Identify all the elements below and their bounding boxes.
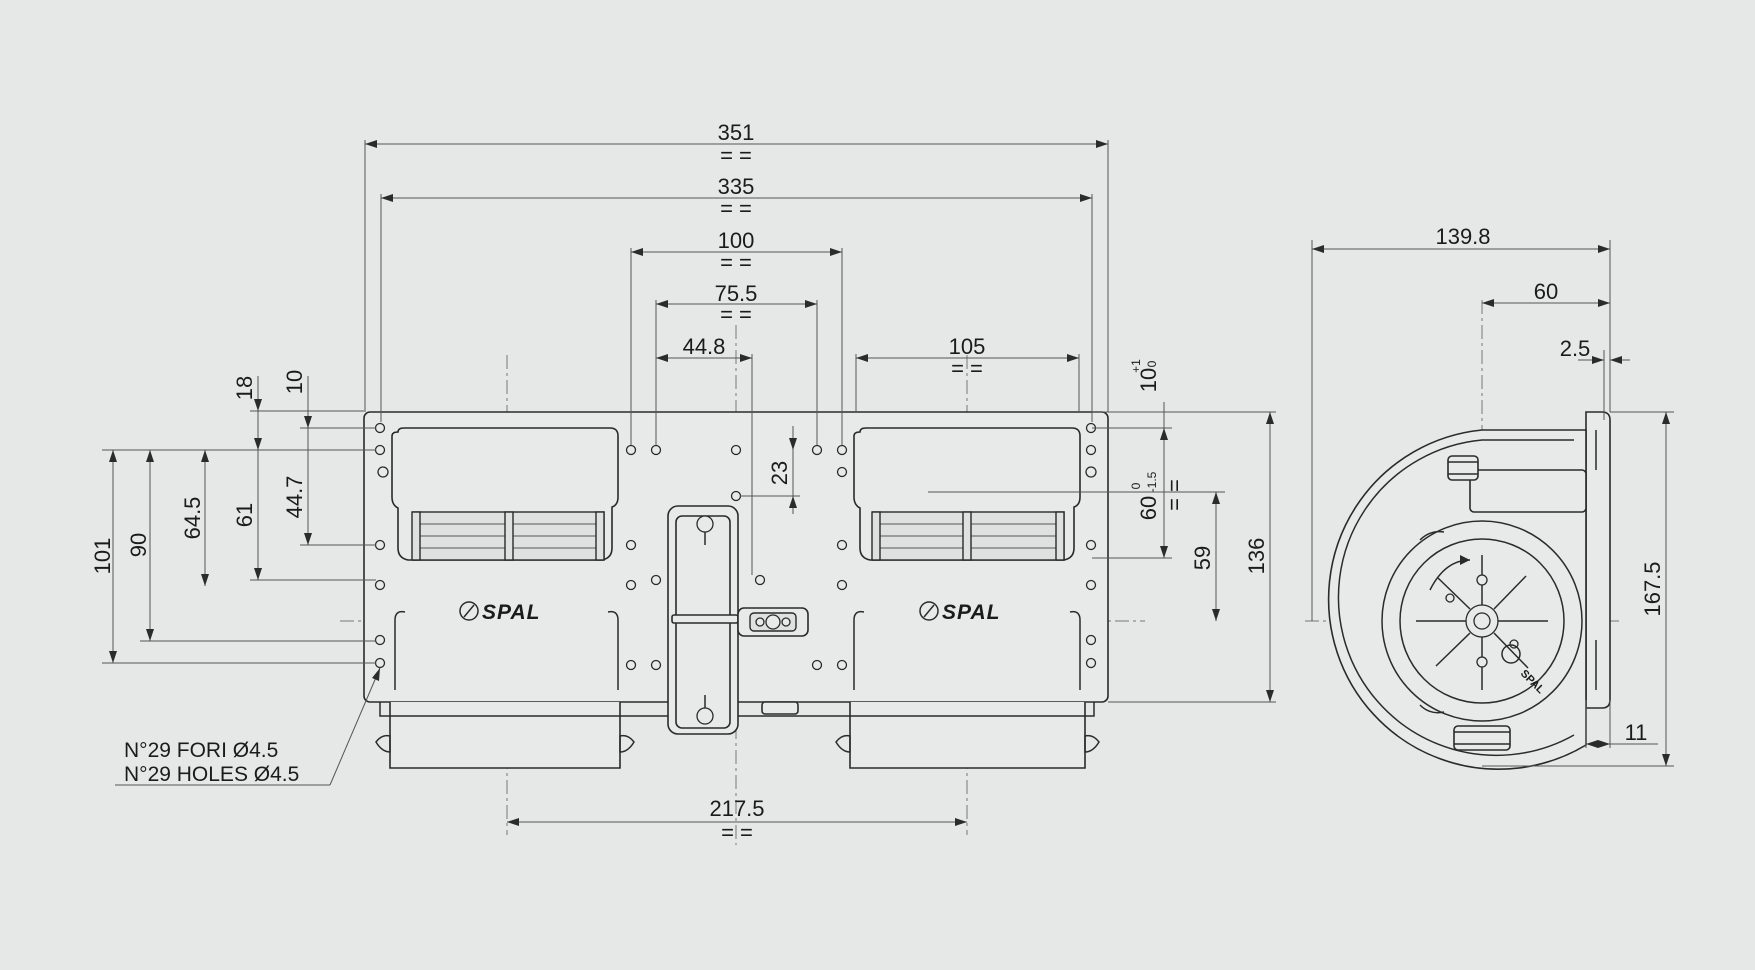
svg-text:60: 60: [1534, 279, 1558, 304]
svg-text:101: 101: [90, 538, 115, 575]
dim-100: 100 = =: [630, 228, 843, 445]
dim-23: 23: [740, 426, 800, 514]
dim-217-5: 217.5 = =: [507, 796, 967, 845]
dim-61: 61: [232, 450, 262, 580]
svg-text:136: 136: [1244, 538, 1269, 575]
scroll-housing: [1327, 429, 1587, 770]
motor-terminal-block: [667, 505, 809, 735]
svg-text:335: 335: [718, 174, 755, 199]
svg-text:10: 10: [1136, 368, 1161, 392]
svg-text:+1: +1: [1129, 359, 1143, 373]
svg-text:11: 11: [1625, 720, 1648, 745]
dim-2-5: 2.5: [1560, 336, 1630, 420]
dim-75-5: 75.5 = =: [655, 281, 818, 445]
dim-44-8: 44.8: [656, 334, 753, 575]
svg-text:90: 90: [126, 533, 151, 557]
dim-64-5: 64.5: [180, 450, 209, 586]
dim-11: 11: [1585, 700, 1658, 748]
svg-text:-1.5: -1.5: [1145, 471, 1159, 492]
svg-text:44.8: 44.8: [683, 334, 726, 359]
svg-text:= =: = =: [720, 196, 752, 221]
svg-text:SPAL: SPAL: [942, 601, 1000, 624]
svg-text:SPAL: SPAL: [482, 601, 540, 624]
svg-text:44.7: 44.7: [282, 476, 307, 519]
svg-text:= =: = =: [721, 820, 753, 845]
lower-connector: [1453, 725, 1511, 751]
side-view: SPAL 139.8 60 2.5: [1305, 224, 1674, 770]
svg-text:60: 60: [1136, 496, 1161, 520]
dim-351: 351 = =: [364, 120, 1109, 412]
side-flange: [1585, 411, 1611, 709]
dim-335: 335 = =: [380, 174, 1093, 422]
svg-text:75.5: 75.5: [715, 281, 758, 306]
spal-logo-right: SPAL: [919, 601, 1000, 624]
front-view: SPAL SPAL 351 = = 335 = =: [90, 120, 1276, 845]
svg-text:217.5: 217.5: [709, 796, 764, 821]
svg-text:N°29 FORI Ø4.5: N°29 FORI Ø4.5: [124, 739, 278, 762]
svg-text:59: 59: [1190, 546, 1215, 570]
svg-text:10: 10: [282, 370, 307, 394]
svg-text:167.5: 167.5: [1640, 561, 1665, 616]
spal-logo-left: SPAL: [459, 601, 540, 624]
svg-text:18: 18: [232, 376, 257, 400]
svg-text:0: 0: [1129, 482, 1143, 489]
svg-text:N°29 HOLES Ø4.5: N°29 HOLES Ø4.5: [124, 763, 299, 786]
svg-text:100: 100: [718, 228, 755, 253]
dim-101: 101: [90, 450, 117, 663]
motor-body: [1469, 469, 1587, 513]
svg-text:64.5: 64.5: [180, 497, 205, 540]
svg-text:61: 61: [232, 503, 257, 527]
svg-text:139.8: 139.8: [1435, 224, 1490, 249]
svg-text:= =: = =: [720, 143, 752, 168]
dim-60-side: 60: [1482, 279, 1610, 307]
dim-10-left: 10: [282, 370, 312, 436]
left-extension-lines: [102, 410, 376, 664]
dim-167-5: 167.5: [1482, 411, 1674, 767]
dim-90: 90: [126, 450, 154, 641]
left-outlet: [389, 702, 621, 769]
dim-136: 136: [1108, 411, 1276, 703]
svg-text:0: 0: [1145, 360, 1159, 367]
left-scroll-housing: [391, 427, 619, 690]
right-outlet: [849, 702, 1086, 769]
dim-18: 18: [232, 376, 262, 450]
holes-note: N°29 FORI Ø4.5 N°29 HOLES Ø4.5: [115, 667, 381, 786]
svg-text:351: 351: [718, 120, 755, 145]
svg-text:105: 105: [949, 334, 986, 359]
svg-text:= =: = =: [1162, 479, 1187, 511]
dim-105: 105 = =: [855, 334, 1080, 412]
mounting-holes: [374, 422, 1097, 671]
dim-59: 59: [928, 491, 1225, 621]
svg-text:23: 23: [767, 461, 792, 485]
svg-text:= =: = =: [951, 356, 983, 381]
dim-44-7: 44.7: [282, 428, 312, 545]
svg-text:= =: = =: [720, 250, 752, 275]
right-scroll-housing: [853, 427, 1081, 690]
dim-139-8: 139.8: [1311, 224, 1611, 621]
impeller: [1381, 520, 1583, 722]
svg-text:= =: = =: [720, 302, 752, 327]
dim-60: 60 0 -1.5 = =: [1092, 428, 1187, 559]
svg-text:2.5: 2.5: [1560, 336, 1591, 361]
